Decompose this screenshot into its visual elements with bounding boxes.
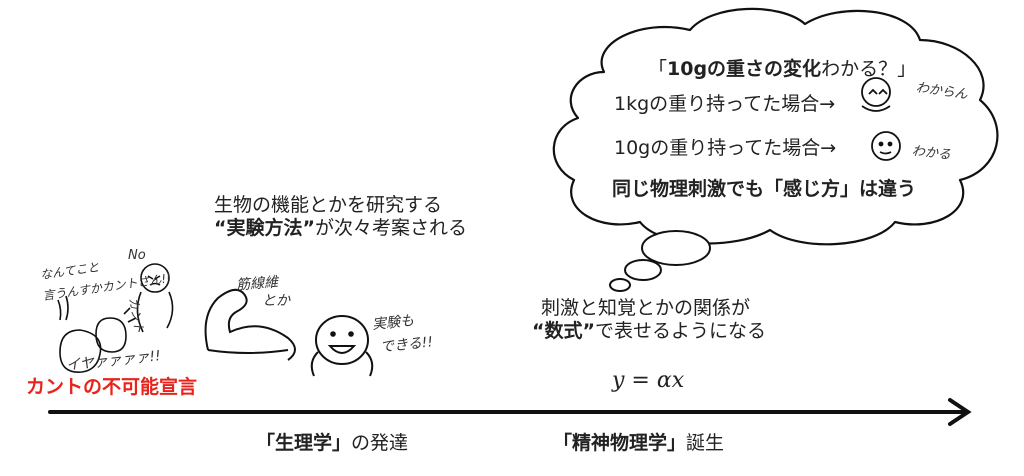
timeline-arrow [48,398,972,426]
cloud-case-10g: 10gの重り持ってた場合→ [614,137,837,159]
timeline-label-physiology: 「生理学」の発達 [256,432,408,454]
physiology-line2: “実験方法”が次々考案される [214,217,467,239]
psychophysics-line1: 刺激と知覚とかの関係が [541,297,751,319]
muscle-label-2: とか [262,293,290,309]
muscle-arm-sketch [204,288,296,361]
cloud-question: 「10gの重さの変化わかる？」 [648,58,916,80]
thought-bubbles [609,230,711,292]
experimenter-sketch [310,315,374,377]
kant-sketch [57,263,174,373]
cloud-question-open: 「 [648,58,668,80]
physiology-keyword: “実験方法” [214,217,315,239]
kant-no: No [128,248,146,263]
cloud-reaction-10g: わかる [911,143,952,163]
psychophysics-line2: “数式”で表せるようになる [532,320,766,342]
timeline-label-physiology-rest: の発達 [351,432,409,454]
face-confused [861,77,891,112]
timeline-label-physiology-bold: 「生理学」 [256,432,352,454]
formula: y = αx [612,368,685,393]
cloud-question-bold: 10gの重さの変化 [667,58,822,80]
cloud-case-1kg: 1kgの重り持ってた場合→ [614,93,836,115]
thought-cloud [552,7,999,246]
kant-title: カントの不可能宣言 [26,376,198,398]
cloud-conclusion: 同じ物理刺激でも「感じ方」は違う [612,178,917,200]
timeline-label-psychophysics-rest: 誕生 [686,432,725,454]
timeline-label-psychophysics-bold: 「精神物理学」 [553,432,687,454]
physiology-line1: 生物の機能とかを研究する [214,194,443,216]
cloud-question-rest: わかる？」 [821,58,917,80]
psychophysics-keyword: “数式” [532,320,595,342]
physiology-line2-rest: が次々考案される [314,217,467,239]
face-understanding [871,131,901,161]
timeline-label-psychophysics: 「精神物理学」誕生 [553,432,724,454]
psychophysics-line2-rest: で表せるようになる [594,320,766,342]
